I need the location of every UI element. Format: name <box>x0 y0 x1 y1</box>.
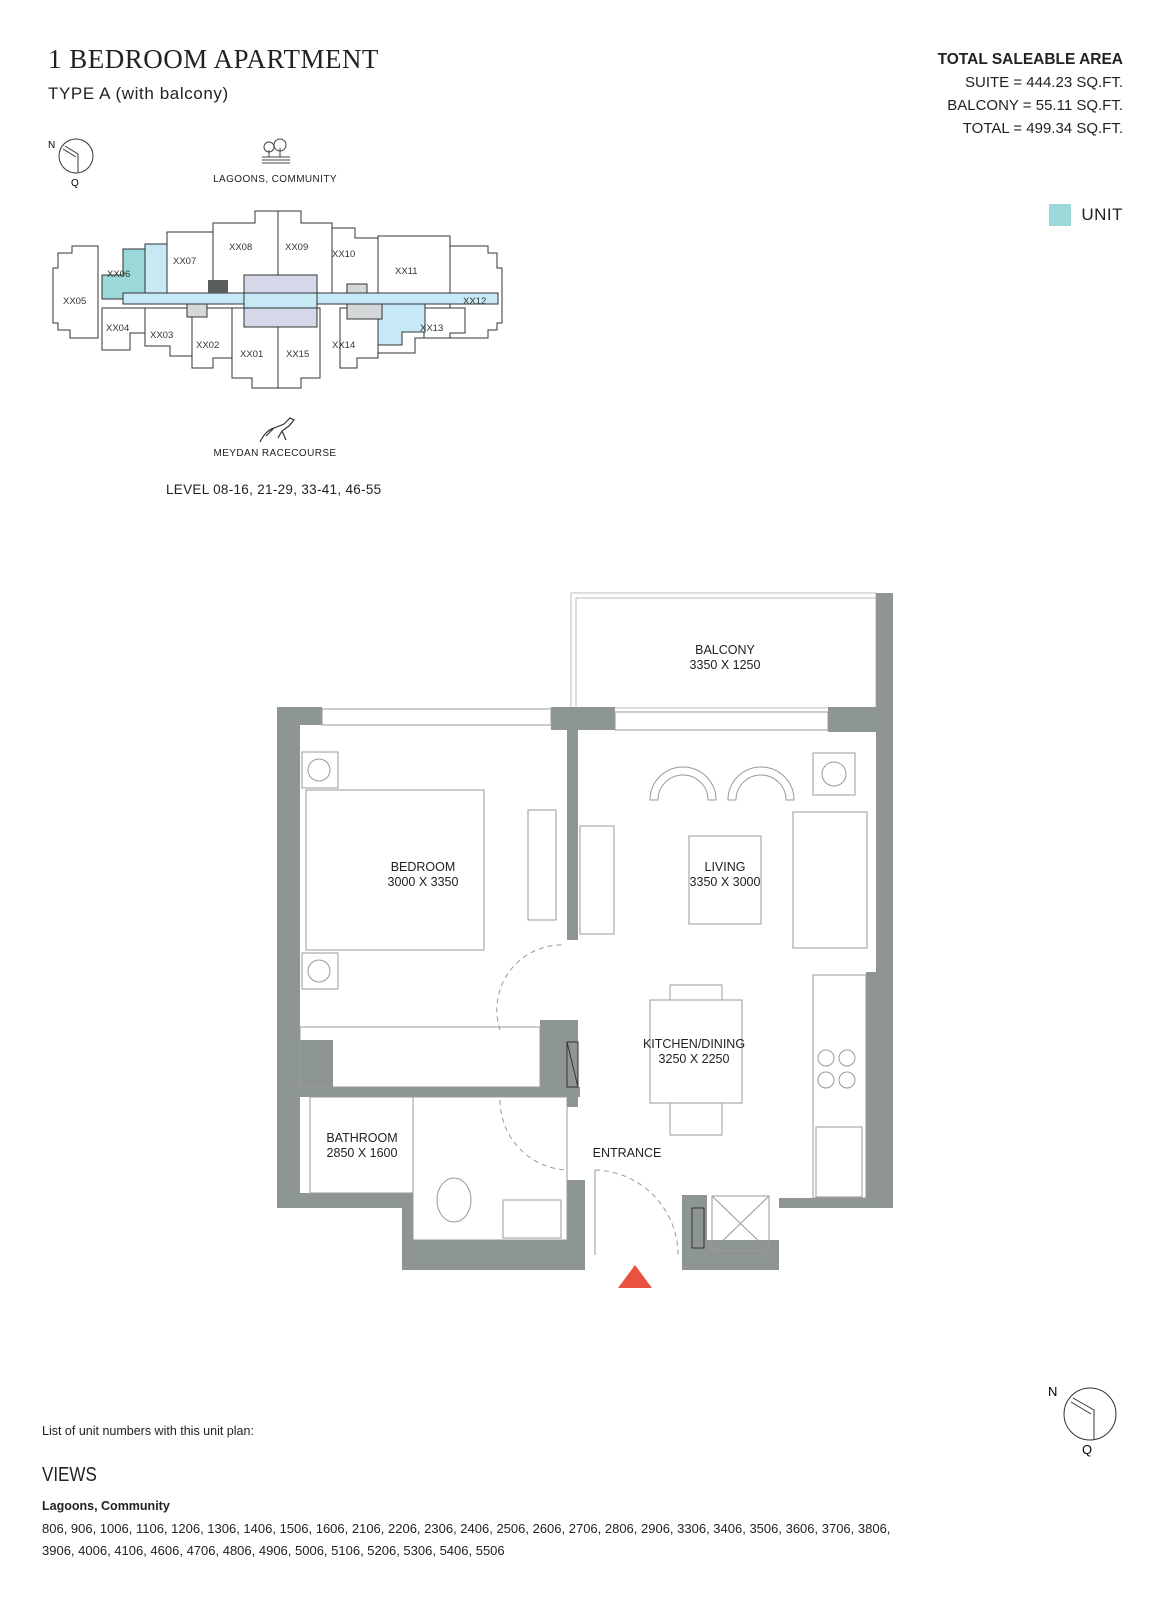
unit-list-label: List of unit numbers with this unit plan… <box>42 1424 254 1438</box>
svg-text:XX07: XX07 <box>173 256 196 267</box>
bathroom-dims: 2850 X 1600 <box>327 1146 398 1160</box>
legend: UNIT <box>1049 204 1123 226</box>
entrance-marker-icon <box>618 1265 652 1288</box>
svg-text:XX10: XX10 <box>332 249 355 260</box>
view-bottom-label: MEYDAN RACECOURSE <box>213 448 337 459</box>
bedroom-name: BEDROOM <box>391 860 456 874</box>
walls <box>277 593 893 1270</box>
entrance-label: ENTRANCE <box>593 1146 662 1160</box>
svg-text:XX01: XX01 <box>240 349 263 360</box>
compass-large-south: Q <box>1082 1442 1092 1457</box>
compass-south: Q <box>71 178 79 189</box>
unit-type: TYPE A (with balcony) <box>48 84 229 103</box>
svg-text:XX02: XX02 <box>196 340 219 351</box>
view-top-label: LAGOONS, COMMUNITY <box>213 174 337 185</box>
living-name: LIVING <box>705 860 746 874</box>
horse-icon <box>259 417 295 443</box>
bathroom-name: BATHROOM <box>326 1131 397 1145</box>
page-title: 1 BEDROOM APARTMENT <box>48 44 379 74</box>
compass-north: N <box>48 140 55 151</box>
area-heading: TOTAL SALEABLE AREA <box>937 51 1123 68</box>
saleable-area: TOTAL SALEABLE AREA SUITE = 444.23 SQ.FT… <box>938 48 1123 140</box>
balcony-name: BALCONY <box>695 643 755 657</box>
svg-text:XX06: XX06 <box>107 269 130 280</box>
compass-icon: N Q <box>48 138 94 189</box>
living-dims: 3350 X 3000 <box>690 875 761 889</box>
svg-text:XX13: XX13 <box>420 323 443 334</box>
unit-swatch <box>1049 204 1072 226</box>
park-icon <box>262 138 290 164</box>
bedroom-dims: 3000 X 3350 <box>388 875 459 889</box>
unit-numbers: 806, 906, 1006, 1106, 1206, 1306, 1406, … <box>42 1521 891 1558</box>
svg-text:XX03: XX03 <box>150 330 173 341</box>
kitchen-name: KITCHEN/DINING <box>643 1037 745 1051</box>
view-name: Lagoons, Community <box>42 1499 170 1513</box>
svg-text:XX04: XX04 <box>106 323 129 334</box>
suite-area: SUITE = 444.23 SQ.FT. <box>965 74 1123 91</box>
key-unit-labels: XX05 XX06 XX07 XX08 XX09 XX10 XX11 XX12 … <box>63 242 486 360</box>
key-plan: XX05 XX06 XX07 XX08 XX09 XX10 XX11 XX12 … <box>52 210 503 389</box>
legend-label: UNIT <box>1081 205 1123 224</box>
total-area: TOTAL = 499.34 SQ.FT. <box>962 120 1123 137</box>
balcony-area: BALCONY = 55.11 SQ.FT. <box>947 97 1123 114</box>
views-heading: VIEWS <box>42 1464 97 1486</box>
kitchen-dims: 3250 X 2250 <box>659 1052 730 1066</box>
svg-text:XX15: XX15 <box>286 349 309 360</box>
svg-text:XX05: XX05 <box>63 296 86 307</box>
level-range: LEVEL 08-16, 21-29, 33-41, 46-55 <box>166 482 382 497</box>
svg-text:XX11: XX11 <box>395 266 418 277</box>
floor-plan: BALCONY 3350 X 1250 BEDROOM 3000 X 3350 … <box>277 592 893 1288</box>
compass-large-icon: N Q <box>1048 1384 1117 1457</box>
compass-large-north: N <box>1048 1384 1057 1399</box>
svg-text:XX08: XX08 <box>229 242 252 253</box>
svg-text:XX09: XX09 <box>285 242 308 253</box>
svg-text:XX12: XX12 <box>463 296 486 307</box>
balcony-dims: 3350 X 1250 <box>690 658 761 672</box>
svg-text:XX14: XX14 <box>332 340 355 351</box>
